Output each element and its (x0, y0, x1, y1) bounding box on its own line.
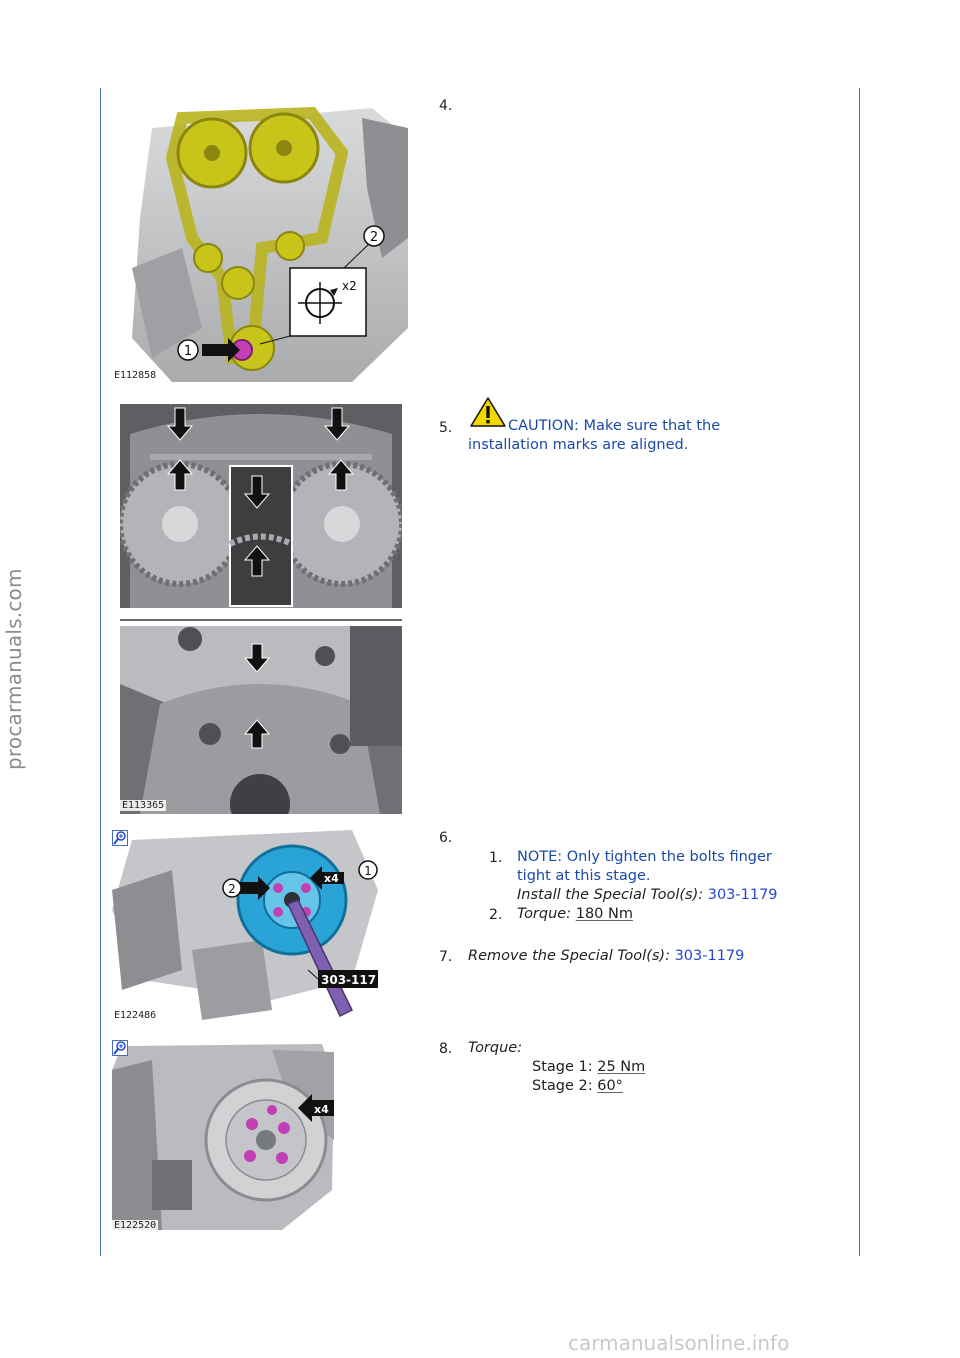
fig3-callout-2: 2 (228, 882, 236, 896)
step-7-remove-row: Remove the Special Tool(s): 303-1179 (468, 947, 744, 966)
stage-1-value: 25 Nm (597, 1059, 646, 1075)
step-7-number: 7. (439, 949, 453, 965)
step-8-torque-label: Torque: (468, 1040, 523, 1056)
step-6-sub-1-number: 1. (489, 850, 503, 866)
stage-2-value: 60° (597, 1078, 623, 1094)
step-5-caution-line2: installation marks are aligned. (468, 437, 689, 453)
fig3-callout-1: 1 (364, 864, 372, 878)
figure-code: E112858 (112, 370, 159, 381)
figure-code: E122486 (112, 1010, 159, 1021)
step-6-torque-row: Torque: 180 Nm (517, 905, 633, 924)
zoom-icon[interactable] (112, 830, 128, 846)
step-6-note-line2: tight at this stage. (517, 868, 651, 884)
right-border-line (859, 88, 860, 1256)
watermark-procarmanuals: procarmanuals.com (2, 568, 26, 770)
figure-crank-pulley-bolts: x4 E122520 (112, 1040, 334, 1232)
step-4-number: 4. (439, 98, 453, 114)
fig4-multiplier: x4 (314, 1103, 329, 1116)
figure-code: E122520 (112, 1220, 159, 1231)
figure-timing-belt-tensioner: 1 2 x2 E112858 (112, 98, 410, 382)
fig3-multiplier: x4 (324, 872, 339, 885)
step-8-number: 8. (439, 1041, 453, 1057)
caution-warning-icon (470, 397, 506, 427)
figure-alignment-marks: E113365 (120, 404, 402, 814)
step-5-number: 5. (439, 420, 453, 436)
special-tool-link-303-1179[interactable]: 303-1179 (674, 948, 745, 964)
step-6-torque-label: Torque: (517, 906, 572, 922)
step-6-note-line1: NOTE: Only tighten the bolts finger (517, 849, 772, 865)
step-6-number: 6. (439, 830, 453, 846)
step-7-remove-label: Remove the Special Tool(s): (468, 948, 670, 964)
step-8-stage-2-row: Stage 2: 60° (532, 1077, 623, 1096)
step-6-sub-2-number: 2. (489, 907, 503, 923)
figure-crank-pulley-tool: x4 1 2 303-117 E122486 (112, 830, 378, 1022)
zoom-icon[interactable] (112, 1040, 128, 1056)
fig3-tool-tag: 303-117 (321, 973, 376, 987)
special-tool-link-303-1179[interactable]: 303-1179 (707, 887, 778, 903)
figure-code: E113365 (120, 800, 167, 811)
fig1-callout-1: 1 (184, 344, 192, 359)
stage-2-label: Stage 2: (532, 1078, 593, 1094)
watermark-carmanualsonline: carmanualsonline.info (568, 1331, 790, 1355)
step-6-install-row: Install the Special Tool(s): 303-1179 (517, 886, 778, 905)
step-8-stage-1-row: Stage 1: 25 Nm (532, 1058, 645, 1077)
step-6-install-label: Install the Special Tool(s): (517, 887, 704, 903)
left-border-line (100, 88, 101, 1256)
step-5-caution-line1: CAUTION: Make sure that the (508, 418, 721, 434)
fig1-callout-2: 2 (370, 230, 378, 245)
step-6-torque-value: 180 Nm (575, 906, 633, 922)
fig1-multiplier: x2 (342, 279, 357, 293)
stage-1-label: Stage 1: (532, 1059, 593, 1075)
